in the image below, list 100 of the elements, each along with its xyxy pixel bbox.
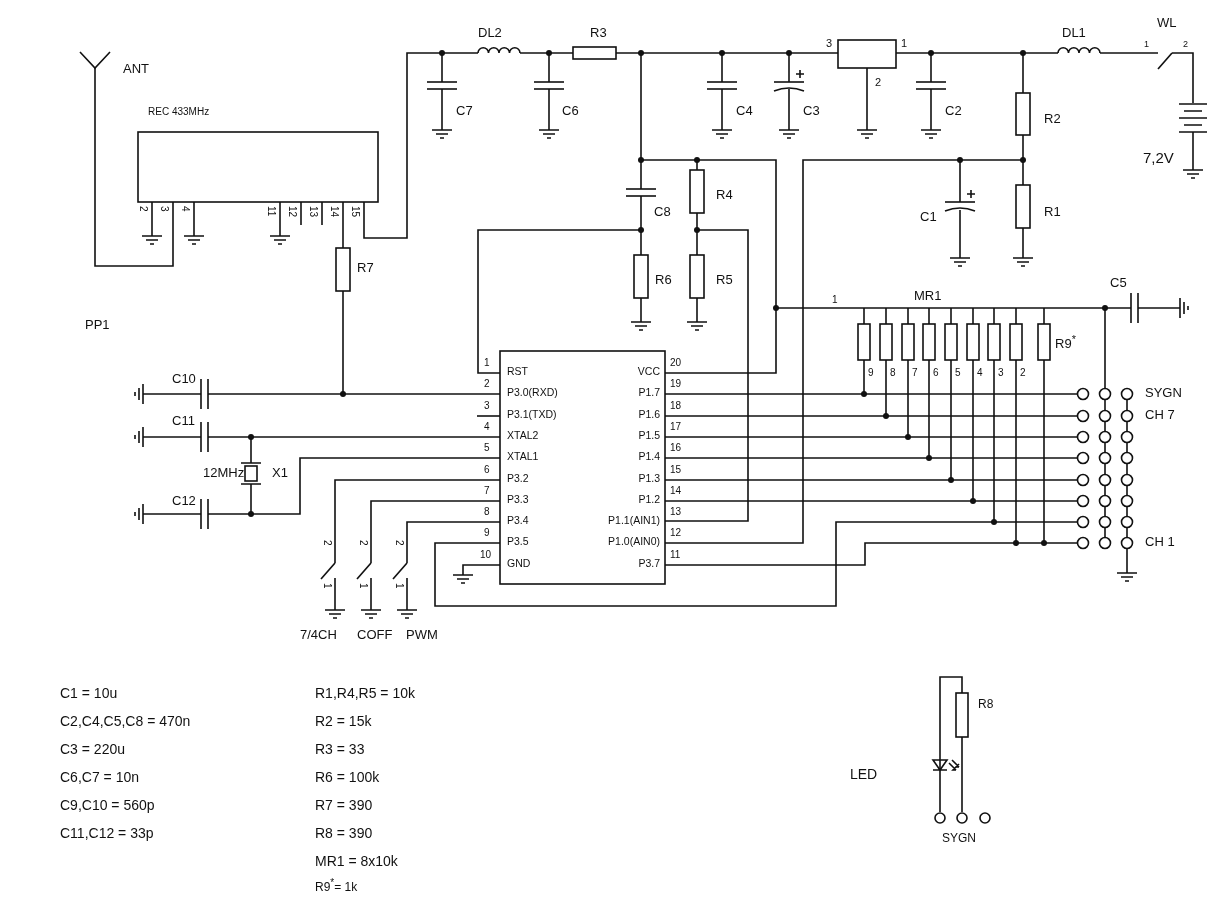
pin-name: GND <box>507 558 531 570</box>
component-label: R5 <box>716 273 733 288</box>
pin-number: 1 <box>322 583 333 589</box>
component-label: WL <box>1157 16 1177 31</box>
pin-name: XTAL1 <box>507 451 539 463</box>
pin-number: 4 <box>977 367 983 378</box>
pin-name: P1.1(AIN1) <box>608 515 660 527</box>
pin-number: 5 <box>484 442 490 453</box>
pin-number: 2 <box>1020 367 1026 378</box>
pin-name: XTAL2 <box>507 430 539 442</box>
pin-number: 6 <box>484 464 490 475</box>
value-note: C9,C10 = 560p <box>60 798 155 814</box>
component-label: PP1 <box>85 318 110 333</box>
value-note: R1,R4,R5 = 10k <box>315 686 415 702</box>
component-label: X1 <box>272 466 288 481</box>
pin-number: 3 <box>484 400 490 411</box>
pin-name: P3.0(RXD) <box>507 387 558 399</box>
component-label: R1 <box>1044 205 1061 220</box>
component-label: ANT <box>123 62 149 77</box>
pin-number: 19 <box>670 378 682 389</box>
pin-name: P3.5 <box>507 536 529 548</box>
pin-number: 4 <box>180 206 191 212</box>
pin-name: P1.3 <box>638 473 660 485</box>
component-label: C1 <box>920 210 937 225</box>
value-note: C3 = 220u <box>60 742 125 758</box>
pin-number: 3 <box>826 37 833 50</box>
pin-number: 9 <box>484 527 490 538</box>
component-label: C3 <box>803 104 820 119</box>
pin-number: 14 <box>670 485 682 496</box>
component-label: DL2 <box>478 26 502 41</box>
component-label: C2 <box>945 104 962 119</box>
component-label: MR1 <box>914 289 942 304</box>
pin-name: P3.1(TXD) <box>507 409 557 421</box>
pin-number: 1 <box>901 37 908 50</box>
net-label: PWM <box>406 628 438 643</box>
pin-number: 12 <box>670 527 682 538</box>
pin-number: 16 <box>670 442 682 453</box>
component-label: R8 <box>978 698 994 712</box>
value-note: R2 = 15k <box>315 714 372 730</box>
pin-number: 17 <box>670 421 682 432</box>
module-label: REC 433MHz <box>148 106 210 117</box>
component-label: DL1 <box>1062 26 1086 41</box>
pin-number: 1 <box>1144 40 1149 50</box>
value-note: R7 = 390 <box>315 798 373 814</box>
pin-number: 15 <box>670 464 682 475</box>
pin-name: P1.5 <box>638 430 660 442</box>
pin-name: RST <box>507 366 528 378</box>
component-label: C7 <box>456 104 473 119</box>
pin-name: VCC <box>637 366 660 378</box>
pin-number: 4 <box>484 421 490 432</box>
component-label: R3 <box>590 26 607 41</box>
pin-number: 11 <box>670 549 681 560</box>
net-label: 7/4CH <box>300 628 337 643</box>
pin-name: P1.7 <box>638 387 660 399</box>
component-label: C5 <box>1110 276 1127 291</box>
net-label: SYGN <box>1145 386 1182 401</box>
pin-number: 1 <box>484 357 490 368</box>
pin-name: P1.0(AIN0) <box>608 536 660 548</box>
net-label: COFF <box>357 628 393 643</box>
pin-name: P3.2 <box>507 473 529 485</box>
pin-number: 9 <box>868 367 874 378</box>
pin-number: 20 <box>670 357 682 368</box>
pin-number: 1 <box>394 583 405 589</box>
pin-number: 11 <box>266 206 277 217</box>
component-label: R9$^{*}$ <box>1055 334 1076 352</box>
component-label: C11 <box>172 414 195 429</box>
pin-number: 12 <box>287 206 298 218</box>
value-note: R9$^{*}$= 1k <box>315 877 358 895</box>
pin-number: 7 <box>484 485 490 496</box>
pin-number: 8 <box>890 367 896 378</box>
pin-number: 13 <box>670 506 682 517</box>
pin-number: 13 <box>308 206 319 218</box>
net-label: CH 7 <box>1145 408 1175 423</box>
pin-name: P1.6 <box>638 409 660 421</box>
component-label: LED <box>850 767 878 783</box>
net-label: CH 1 <box>1145 535 1175 550</box>
pin-number: 15 <box>350 206 361 218</box>
value-note: C2,C4,C5,C8 = 470n <box>60 714 191 730</box>
component-label: C6 <box>562 104 579 119</box>
value-note: C6,C7 = 10n <box>60 770 139 786</box>
pin-name: P1.4 <box>638 451 660 463</box>
pin-name: P3.3 <box>507 494 529 506</box>
pin-number: 2 <box>138 206 149 212</box>
component-label: R7 <box>357 261 374 276</box>
pin-number: 7 <box>912 367 918 378</box>
pin-number: 14 <box>329 206 340 218</box>
pin-number: 2 <box>322 540 333 546</box>
pin-number: 2 <box>358 540 369 546</box>
pin-number: 2 <box>394 540 405 546</box>
component-label: C4 <box>736 104 753 119</box>
component-label: R6 <box>655 273 672 288</box>
value-note: R6 = 100k <box>315 770 380 786</box>
component-label: C8 <box>654 205 671 220</box>
pin-number: 3 <box>159 206 170 212</box>
pin-number: 6 <box>933 367 939 378</box>
pin-number: 2 <box>484 378 490 389</box>
pin-name: P1.2 <box>638 494 660 506</box>
pin-number: 2 <box>875 76 882 89</box>
pin-name: P3.4 <box>507 515 529 527</box>
pin-number: 10 <box>480 549 492 560</box>
